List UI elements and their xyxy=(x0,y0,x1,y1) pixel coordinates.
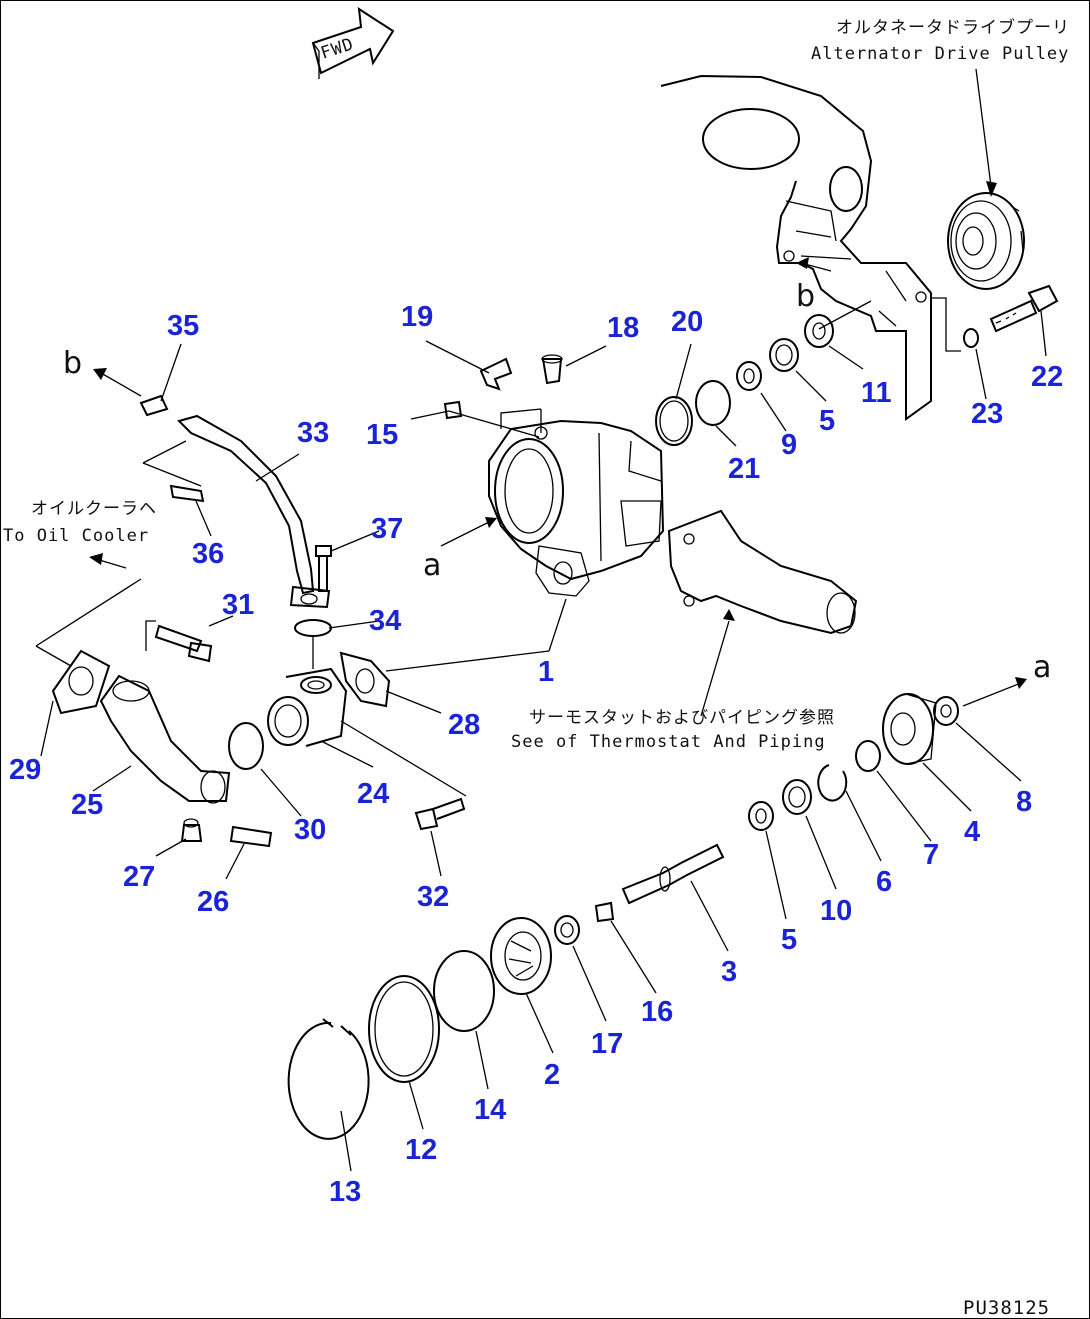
part-label-26: 26 xyxy=(197,886,229,918)
oil-cooler-callout-jp: オイルクーラヘ xyxy=(31,499,157,519)
part-label-18: 18 xyxy=(607,312,639,344)
part-29-icon xyxy=(51,649,111,715)
thermostat-callout-en: See of Thermostat And Piping xyxy=(511,732,826,752)
alternator-callout-jp: オルタネータドライブプーリ xyxy=(836,17,1070,38)
part-label-23: 23 xyxy=(971,398,1003,430)
part-label-24: 24 xyxy=(357,778,389,810)
part-label-13: 13 xyxy=(329,1176,361,1208)
part-label-31: 31 xyxy=(222,589,254,621)
part-label-28: 28 xyxy=(448,709,480,741)
part-label-5-upper: 5 xyxy=(819,405,835,437)
part-label-5-lower: 5 xyxy=(781,924,797,956)
part-5-lower-icon xyxy=(748,801,774,831)
part-31-icon xyxy=(154,624,213,663)
part-label-36: 36 xyxy=(192,538,224,570)
alternator-callout-en: Alternator Drive Pulley xyxy=(811,44,1069,64)
part-label-35: 35 xyxy=(167,310,199,342)
part-21-icon xyxy=(695,380,731,426)
alternator-pulley-icon xyxy=(947,192,1025,290)
letter-a-right: a xyxy=(1033,650,1051,685)
part-26-icon xyxy=(229,825,273,848)
part-27-icon xyxy=(180,818,203,842)
part-label-6: 6 xyxy=(876,866,892,898)
part-2-impeller-icon xyxy=(490,917,552,995)
part-10-icon xyxy=(782,779,812,815)
part-label-11: 11 xyxy=(861,377,892,409)
part-4-gear-icon xyxy=(882,693,937,765)
part-label-37: 37 xyxy=(371,513,403,545)
part-30-icon xyxy=(228,722,264,770)
part-label-21: 21 xyxy=(728,453,760,485)
leader-lines xyxy=(40,310,1047,1172)
part-12-icon xyxy=(368,975,440,1083)
part-label-34: 34 xyxy=(369,605,401,637)
part-label-29: 29 xyxy=(9,754,41,786)
part-label-30: 30 xyxy=(294,814,326,846)
washer-23-icon xyxy=(963,328,979,348)
part-label-14: 14 xyxy=(474,1094,506,1126)
part-5-upper-icon xyxy=(769,338,799,372)
part-8-icon xyxy=(933,696,959,726)
part-label-25: 25 xyxy=(71,789,103,821)
letter-b-top: b xyxy=(796,279,815,314)
part-label-15: 15 xyxy=(366,419,398,451)
part-label-12: 12 xyxy=(405,1134,437,1166)
letter-b-left: b xyxy=(63,346,82,381)
part-3-shaft-icon xyxy=(621,843,725,905)
part-label-19: 19 xyxy=(401,301,433,333)
part-37-icon xyxy=(315,545,332,592)
part-label-22: 22 xyxy=(1031,361,1063,393)
part-11-icon xyxy=(804,314,834,348)
part-20-icon xyxy=(655,396,693,446)
drawing-number: PU38125 xyxy=(963,1297,1050,1319)
part-label-16: 16 xyxy=(641,996,673,1028)
part-label-10: 10 xyxy=(820,895,852,927)
part-19-icon xyxy=(479,357,513,391)
thermostat-pipe-icon xyxy=(667,509,858,635)
part-label-9: 9 xyxy=(781,429,797,461)
part-label-7: 7 xyxy=(923,839,939,871)
part-28-icon xyxy=(339,651,391,708)
part-32-icon xyxy=(414,797,466,831)
part-label-4: 4 xyxy=(964,816,980,848)
pipe-33-icon xyxy=(177,414,331,609)
engine-block-outline xyxy=(660,74,932,421)
part-label-2: 2 xyxy=(544,1059,560,1091)
part-label-1: 1 xyxy=(538,656,554,688)
part-34-icon xyxy=(294,619,332,637)
water-pump-housing-icon xyxy=(488,408,665,597)
part-label-27: 27 xyxy=(123,861,155,893)
oil-cooler-callout-en: To Oil Cooler xyxy=(3,526,149,546)
part-25-icon xyxy=(99,674,231,804)
part-label-32: 32 xyxy=(417,881,449,913)
part-label-17: 17 xyxy=(591,1028,623,1060)
part-label-33: 33 xyxy=(297,417,329,449)
part-13-icon xyxy=(287,1018,370,1140)
bolt-22-icon xyxy=(989,284,1059,333)
letter-a-left: a xyxy=(423,548,441,583)
part-label-20: 20 xyxy=(671,306,703,338)
part-35-icon xyxy=(139,394,169,417)
part-label-3: 3 xyxy=(721,956,737,988)
part-9-icon xyxy=(736,361,762,391)
part-16-icon xyxy=(594,901,615,923)
part-label-8: 8 xyxy=(1016,786,1032,818)
part-24-icon xyxy=(267,667,348,747)
part-6-icon xyxy=(817,764,848,802)
part-36-icon xyxy=(169,484,205,503)
fwd-arrow-icon: FWD xyxy=(311,7,395,79)
thermostat-callout-jp: サーモスタットおよびパイピング参照 xyxy=(529,708,835,728)
part-18-icon xyxy=(541,354,563,385)
part-14-icon xyxy=(433,950,495,1032)
part-7-icon xyxy=(855,740,881,772)
part-17-icon xyxy=(554,915,580,945)
part-15-icon xyxy=(443,400,463,420)
